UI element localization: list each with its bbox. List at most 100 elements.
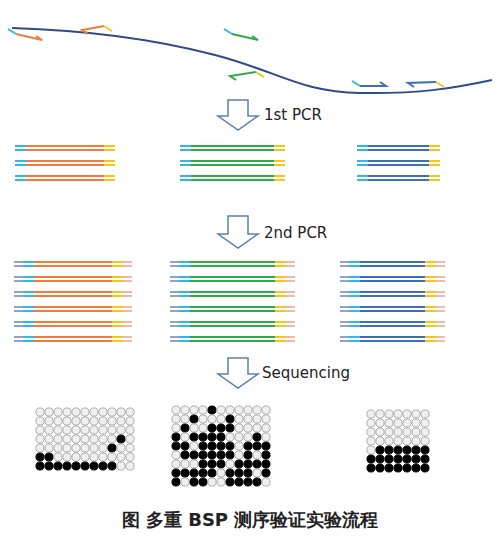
dna-strand [179,261,190,263]
unmethylated-site [403,428,411,436]
unmethylated-site [208,478,216,486]
dna-strand [425,325,436,327]
unmethylated-site [126,444,134,452]
dna-strand [349,306,360,308]
dna-strand [274,179,285,181]
dna-strand [34,340,112,342]
dna-strand [26,175,104,177]
dna-strand [349,336,360,338]
unmethylated-site [63,417,71,425]
unmethylated-site [421,419,429,427]
dna-strand [123,310,132,312]
unmethylated-site [54,444,62,452]
dna-strand [340,280,349,282]
unmethylated-site [367,446,375,454]
dna-strand [286,276,295,278]
methylated-site [412,464,420,472]
methylated-site [394,455,402,463]
unmethylated-site [262,406,270,414]
dna-strand [349,291,360,293]
methylated-site [208,424,216,432]
dna-strand [112,340,123,342]
primer-tail [256,72,264,77]
dna-strand [179,280,190,282]
unmethylated-site [117,408,125,416]
dna-strand [170,325,179,327]
methylated-site [108,444,116,452]
dna-strand [286,261,295,263]
dna-strand [191,145,274,147]
unmethylated-site [36,444,44,452]
dna-strand [349,340,360,342]
methylated-site [181,451,189,459]
dna-strand [179,310,190,312]
methylated-site [81,462,89,470]
dna-strand [425,306,436,308]
dna-strand [123,340,132,342]
dna-strand [23,306,34,308]
dna-strand [15,145,26,147]
methylated-site [253,442,261,450]
unmethylated-site [367,419,375,427]
dna-strand [14,325,23,327]
dna-strand [340,306,349,308]
unmethylated-site [394,410,402,418]
dna-strand [368,164,429,166]
dna-strand [275,306,286,308]
dna-strand [112,261,123,263]
unmethylated-site [376,419,384,427]
methylated-site [63,462,71,470]
unmethylated-site [226,460,234,468]
dna-strand [123,276,132,278]
unmethylated-site [54,408,62,416]
methylated-site [45,462,53,470]
methylated-site [421,446,429,454]
dna-strand [349,321,360,323]
dna-strand [23,265,34,267]
dna-strand [179,265,190,267]
methylated-site [99,462,107,470]
methylated-site [235,478,243,486]
primer-tail [104,26,112,31]
unmethylated-site [253,469,261,477]
dna-strand [357,164,368,166]
dna-strand [170,310,179,312]
unmethylated-site [90,435,98,443]
unmethylated-site [235,451,243,459]
methylated-site [181,442,189,450]
unmethylated-site [253,424,261,432]
methylated-site [208,442,216,450]
dna-strand [179,306,190,308]
unmethylated-site [81,444,89,452]
dna-strand [26,179,104,181]
unmethylated-site [412,437,420,445]
dna-strand [180,145,191,147]
methylated-site [172,433,180,441]
unmethylated-site [385,410,393,418]
dna-strand [368,149,429,151]
dna-strand [275,310,286,312]
methylated-site [244,460,252,468]
dna-strand [360,280,425,282]
unmethylated-site [63,435,71,443]
dna-strand [112,276,123,278]
dna-strand [26,149,104,151]
unmethylated-site [126,417,134,425]
dna-strand [190,336,275,338]
dna-strand [190,276,275,278]
methylated-site [199,451,207,459]
methylated-site [244,478,252,486]
methylated-site [385,464,393,472]
unmethylated-site [63,408,71,416]
methylated-site [208,451,216,459]
dna-strand [23,336,34,338]
dna-strand [23,291,34,293]
dna-strand [170,280,179,282]
dna-strand [104,160,115,162]
dna-strand [191,175,274,177]
dna-strand [360,261,425,263]
dna-strand [123,265,132,267]
methylated-site [376,455,384,463]
dna-strand [104,145,115,147]
dna-strand [275,265,286,267]
